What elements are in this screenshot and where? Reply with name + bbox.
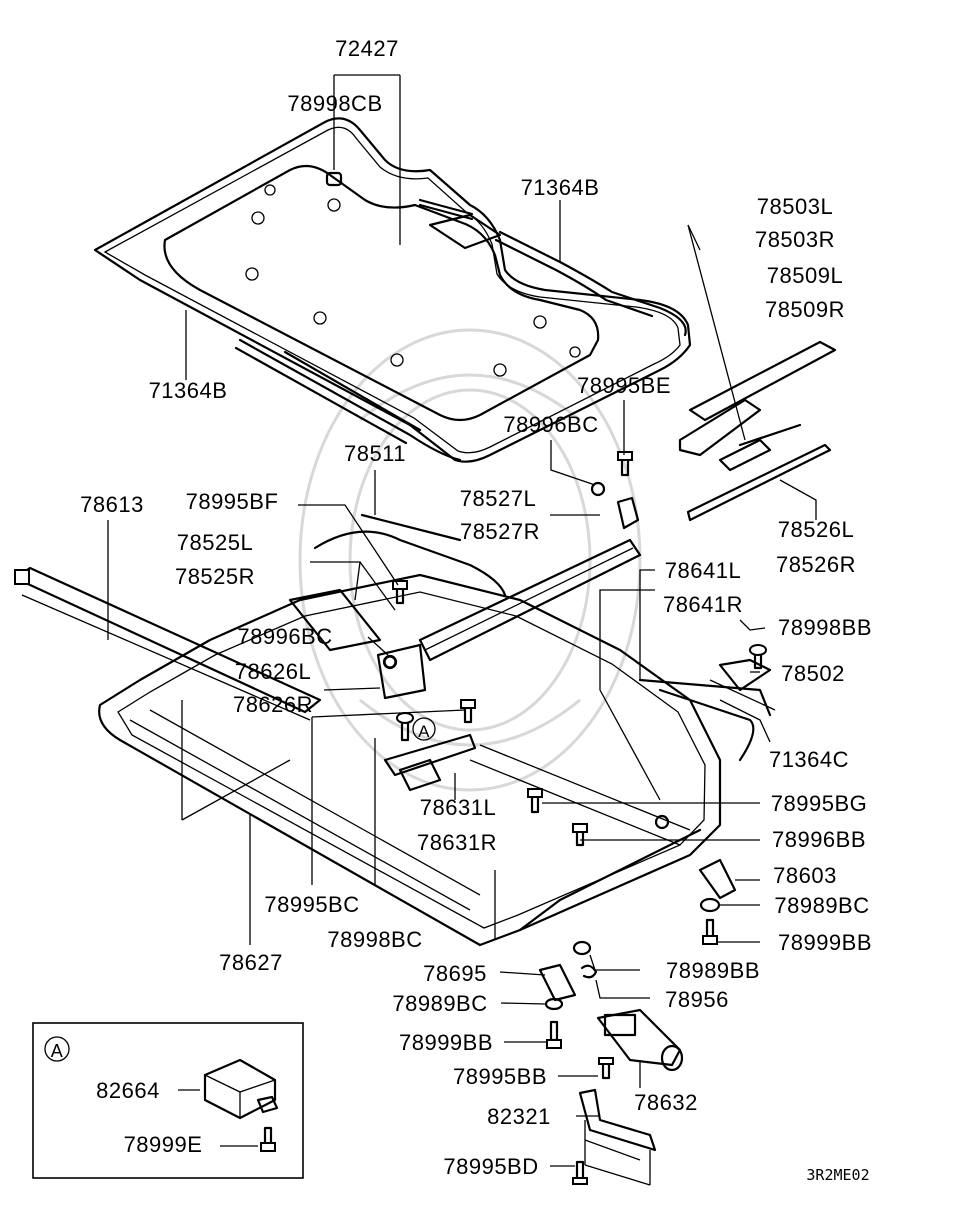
- drive-cable-78511: [313, 513, 507, 597]
- label-78995BG: 78995BG: [771, 791, 867, 816]
- label-78613: 78613: [80, 492, 144, 517]
- inset-label-78999E: 78999E: [124, 1132, 203, 1157]
- label-78989BC-lower: 78989BC: [392, 991, 487, 1016]
- label-78996BB: 78996BB: [772, 827, 866, 852]
- label-78998CB: 78998CB: [287, 91, 382, 116]
- bracket-78695: [538, 963, 577, 1002]
- link-78631: [383, 733, 477, 792]
- label-78631L: 78631L: [420, 795, 496, 820]
- label-78995BE: 78995BE: [577, 373, 671, 398]
- label-78956: 78956: [665, 987, 729, 1012]
- label-78996BC-mid: 78996BC: [237, 624, 332, 649]
- part-labels: 72427 78998CB 71364B 71364B 78503L 78503…: [80, 36, 872, 1179]
- label-78995BD: 78995BD: [443, 1154, 538, 1179]
- label-78527R: 78527R: [460, 519, 540, 544]
- leader-lines: [107, 74, 817, 1186]
- label-78999BB-lower: 78999BB: [399, 1030, 493, 1055]
- inset-label-82664: 82664: [96, 1078, 160, 1103]
- label-78989BC-right: 78989BC: [774, 893, 869, 918]
- label-78626L: 78626L: [235, 659, 311, 684]
- motor-78632: [596, 1008, 684, 1072]
- label-78626R: 78626R: [233, 692, 313, 717]
- callout-a-letter: A: [418, 722, 430, 741]
- bracket-78502: [709, 658, 776, 711]
- label-71364C: 71364C: [769, 747, 849, 772]
- sunroof-frame: [98, 573, 722, 947]
- label-78509R: 78509R: [765, 297, 845, 322]
- label-78525R: 78525R: [175, 564, 255, 589]
- label-78603: 78603: [773, 863, 837, 888]
- label-78995BC: 78995BC: [264, 892, 359, 917]
- label-78998BB: 78998BB: [778, 615, 872, 640]
- label-78641R: 78641R: [663, 592, 743, 617]
- inset-a: A 82664 78999E: [32, 1022, 304, 1179]
- label-78999BB-right: 78999BB: [778, 930, 872, 955]
- front-rail-78641: [418, 496, 642, 662]
- label-78631R: 78631R: [417, 830, 497, 855]
- label-78632: 78632: [634, 1090, 698, 1115]
- label-71364B-lower: 71364B: [149, 378, 228, 403]
- rail-78613: [13, 566, 322, 721]
- label-72427: 72427: [335, 36, 399, 61]
- label-78996BC-top: 78996BC: [503, 412, 598, 437]
- label-78503L: 78503L: [757, 194, 833, 219]
- label-78525L: 78525L: [177, 530, 253, 555]
- label-78627: 78627: [219, 950, 283, 975]
- callout-a: A: [412, 717, 436, 741]
- label-78527L: 78527L: [460, 486, 536, 511]
- bracket-82321: [578, 1088, 657, 1152]
- label-78511: 78511: [344, 441, 406, 466]
- inset-a-letter: A: [51, 1041, 64, 1061]
- label-78509L: 78509L: [767, 263, 843, 288]
- label-78641L: 78641L: [665, 558, 741, 583]
- guide-rail-right: [678, 340, 837, 522]
- label-78998BC: 78998BC: [327, 927, 422, 952]
- label-82321: 82321: [487, 1104, 551, 1129]
- label-78995BB: 78995BB: [453, 1064, 547, 1089]
- label-78502: 78502: [781, 661, 845, 686]
- glass-panel: [93, 117, 692, 463]
- weatherstrip-right: [494, 230, 687, 337]
- label-78503R: 78503R: [755, 227, 835, 252]
- label-71364B-upper: 71364B: [521, 175, 600, 200]
- label-78526L: 78526L: [778, 517, 854, 542]
- bracket-78525: [288, 588, 382, 652]
- label-78526R: 78526R: [776, 552, 856, 577]
- weatherstrip-left: [234, 338, 462, 462]
- label-78989BB: 78989BB: [666, 958, 760, 983]
- label-78695: 78695: [423, 961, 487, 986]
- label-78995BF: 78995BF: [186, 489, 279, 514]
- diagram-code: 3R2ME02: [806, 1166, 869, 1184]
- bracket-78603: [698, 858, 737, 900]
- drain-hose-71364C: [638, 678, 772, 762]
